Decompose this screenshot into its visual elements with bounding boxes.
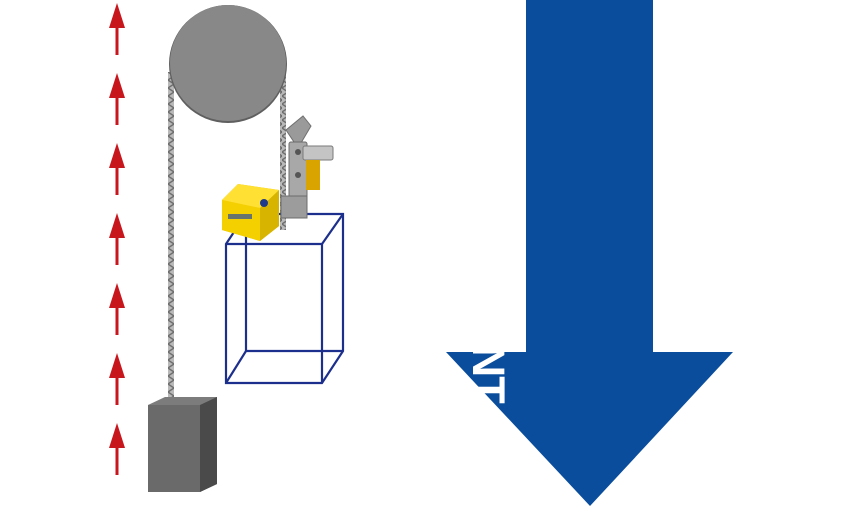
upward-arrows	[109, 3, 125, 475]
sensor-box	[222, 184, 279, 241]
up-arrow-shaft	[115, 237, 119, 265]
measurement-label: MEASUREMENT	[463, 61, 514, 403]
up-arrow-shaft	[115, 27, 119, 55]
sheave	[169, 5, 287, 123]
up-arrow-shaft	[115, 377, 119, 405]
up-arrow-icon	[109, 353, 125, 378]
up-arrow-shaft	[115, 447, 119, 475]
up-arrow-shaft	[115, 167, 119, 195]
up-arrow-icon	[109, 283, 125, 308]
sensor-button-icon	[260, 199, 268, 207]
up-arrow-shaft	[115, 97, 119, 125]
counterweight	[148, 397, 217, 492]
up-arrow-icon	[109, 143, 125, 168]
up-arrow-shaft	[115, 307, 119, 335]
up-arrow-icon	[109, 423, 125, 448]
measurement-arrow	[446, 0, 733, 506]
car-frame	[224, 212, 345, 385]
up-arrow-icon	[109, 73, 125, 98]
rope-right	[280, 72, 286, 230]
rope-clamp-device	[280, 115, 334, 219]
rope-left	[168, 72, 174, 400]
up-arrow-icon	[109, 213, 125, 238]
up-arrow-icon	[109, 3, 125, 28]
